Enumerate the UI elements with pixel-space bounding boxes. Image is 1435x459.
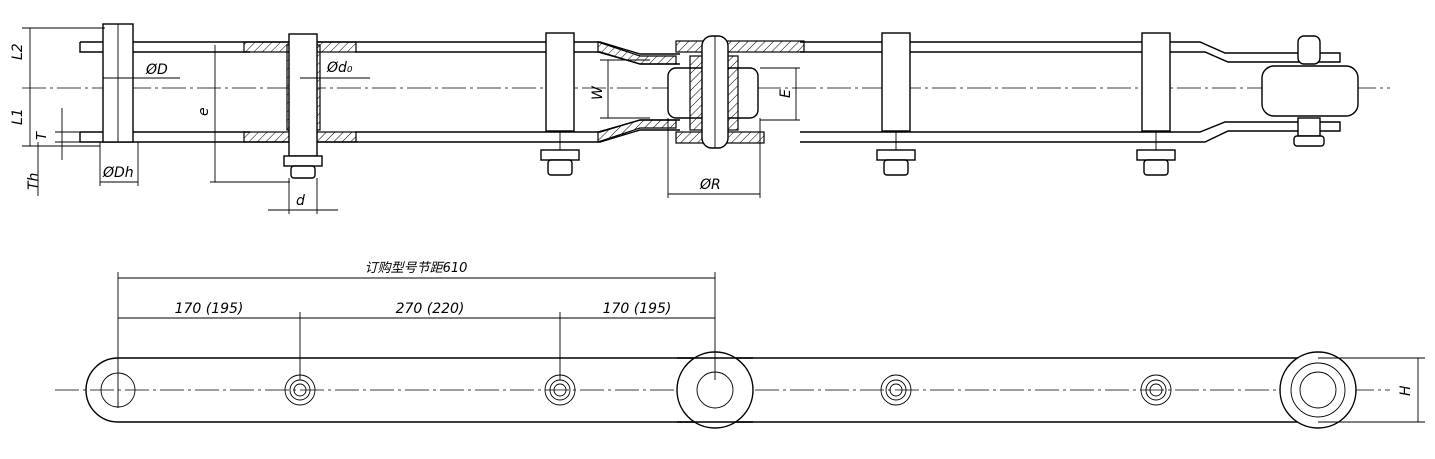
- upper-link-plate: [79, 41, 1341, 65]
- left-plate: [85, 357, 715, 423]
- pin-1: [102, 23, 134, 143]
- label-D: ØD: [145, 62, 168, 78]
- pitch-dim-3: 170 (195): [603, 301, 672, 317]
- label-R: ØR: [699, 177, 721, 193]
- pitch-dim-1: 170 (195): [175, 301, 244, 317]
- pin-4: [876, 32, 916, 176]
- dim-W: [600, 59, 650, 119]
- lower-link-plate: [79, 119, 1341, 143]
- dim-E: [760, 67, 800, 121]
- dim-H: [1318, 357, 1425, 423]
- end-roller-hole: [1299, 371, 1337, 409]
- label-Dh: ØDh: [102, 165, 134, 181]
- pin-5: [1136, 32, 1176, 176]
- label-L2: L2: [10, 43, 26, 60]
- label-W: W: [590, 85, 606, 100]
- dim-T: [55, 108, 80, 160]
- dim-e: [210, 45, 290, 183]
- label-e: e: [196, 107, 212, 116]
- dim-L2: [22, 27, 105, 88]
- dim-R: [667, 118, 761, 198]
- label-H: H: [1398, 385, 1414, 396]
- label-L1: L1: [10, 108, 26, 125]
- pitch-dim-2: 270 (220): [396, 301, 465, 317]
- pitch-title: 订购型号节距610: [365, 261, 468, 276]
- label-d0: Ød₀: [326, 60, 353, 76]
- dim-d: [268, 178, 338, 214]
- bent-plate-upper: [597, 41, 677, 65]
- bent-plate-lower: [597, 119, 677, 143]
- label-T: T: [35, 131, 50, 140]
- label-Th: Th: [26, 173, 42, 190]
- dim-Dh: [99, 142, 139, 186]
- pin-2: [283, 33, 323, 179]
- pin-head-5: [1140, 374, 1172, 406]
- end-roller: [1261, 35, 1359, 147]
- label-d: d: [296, 193, 305, 209]
- dim-L1: [22, 88, 100, 147]
- chain-section-view: L2 L1 T Th ØD ØDh Ød₀ e: [10, 23, 1390, 214]
- roller-assembly: [667, 35, 759, 149]
- outer-plate-upper: [675, 40, 805, 53]
- end-roller-ring: [1290, 362, 1346, 418]
- right-plate: [715, 357, 1318, 423]
- chain-plan-view: 订购型号节距610 170 (195) 270 (220) 170 (195) …: [55, 261, 1425, 429]
- label-E: E: [778, 89, 794, 98]
- pin-head-4: [880, 374, 912, 406]
- pin-3: [540, 32, 580, 176]
